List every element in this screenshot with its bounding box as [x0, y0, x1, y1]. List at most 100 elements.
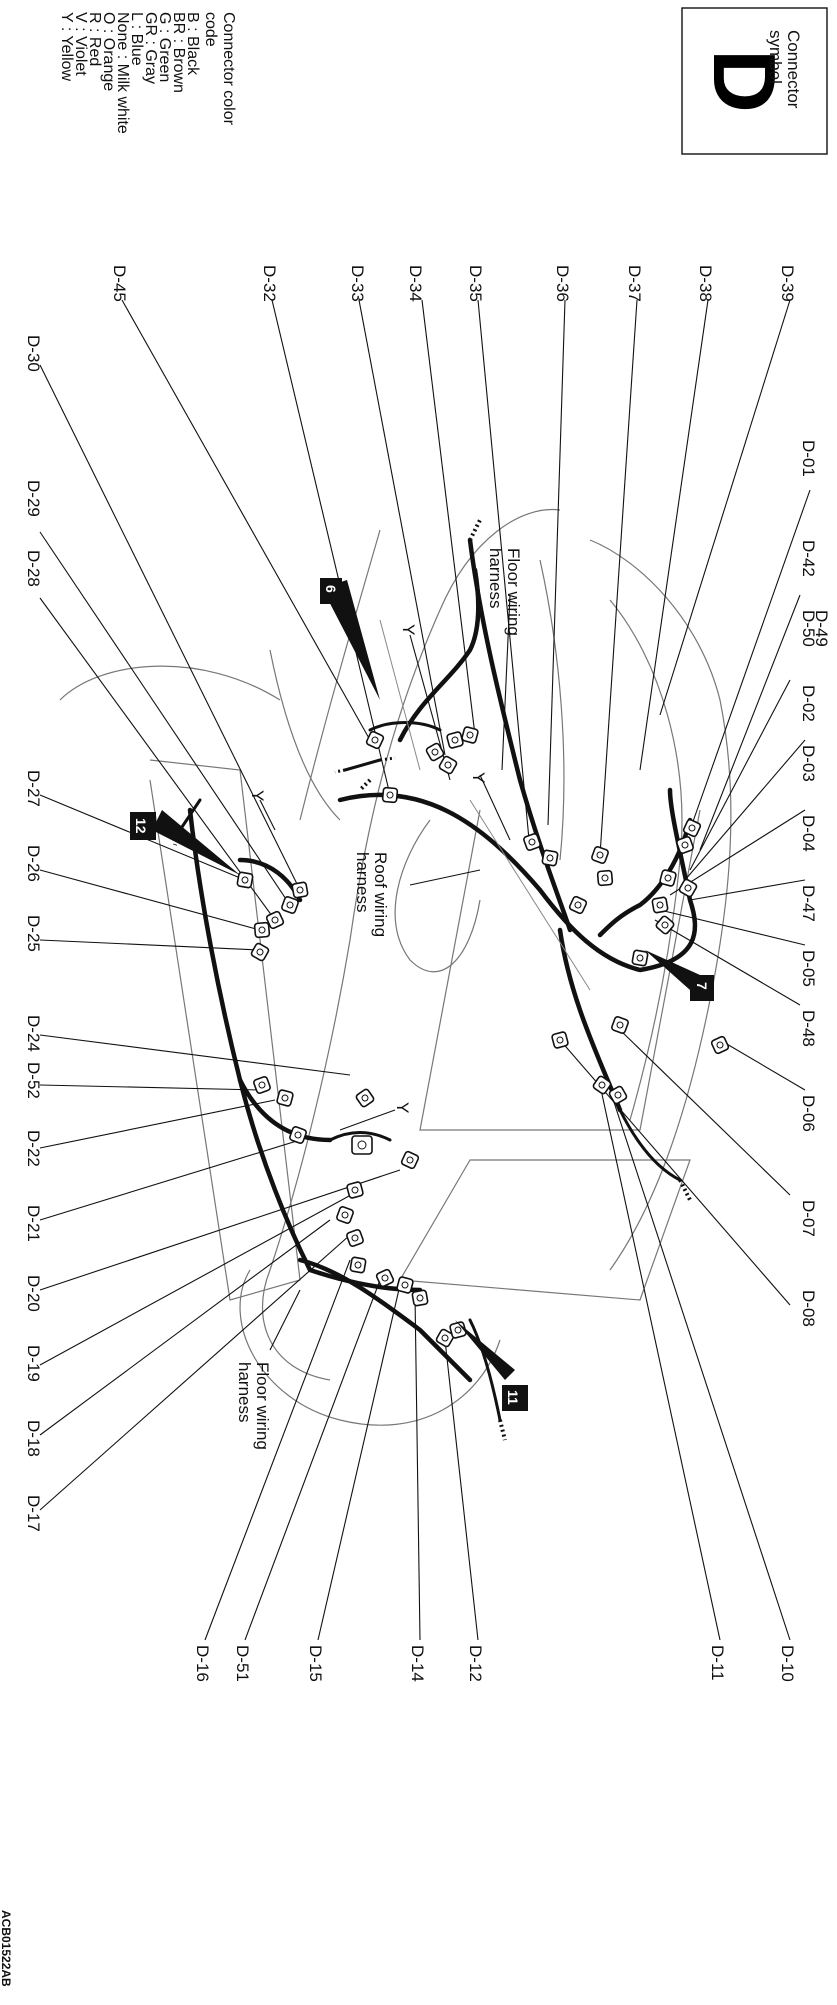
connector-label-d51: D-51	[233, 1645, 252, 1682]
connector-symbol-letter: D	[695, 49, 794, 113]
legend-item: None : Milk white	[114, 12, 131, 134]
legend-title: Connector colorcode	[202, 12, 237, 126]
connector-plug	[375, 1268, 395, 1288]
connector-label-d04: D-04	[799, 815, 818, 852]
connector-plug	[676, 836, 694, 854]
connector-label-d08: D-08	[799, 1290, 818, 1327]
connector-label-d30: D-30	[24, 335, 43, 372]
connector-label-d17: D-17	[24, 1495, 43, 1532]
connector-plug	[346, 1229, 364, 1247]
connector-plug	[682, 818, 702, 838]
connector-label-d33: D-33	[348, 265, 367, 302]
connector-plug	[346, 1181, 364, 1199]
connector-plug	[446, 731, 464, 749]
connector-label-d18: D-18	[24, 1420, 43, 1457]
connector-plug	[411, 1289, 429, 1307]
harness-label-floor-top: Floor wiringharness	[486, 548, 523, 636]
connector-label-d07: D-07	[799, 1200, 818, 1237]
connector-plug	[591, 846, 609, 864]
connector-label-d14: D-14	[408, 1645, 427, 1682]
connector-label-d49: D-49	[812, 610, 831, 647]
connector-plug	[276, 1089, 294, 1107]
connector-label-d42: D-42	[799, 540, 818, 577]
connector-plug	[236, 871, 254, 889]
legend-item: GR : Gray	[142, 12, 159, 84]
connector-plug	[631, 949, 649, 967]
connector-label-d10: D-10	[778, 1645, 797, 1682]
connector-plug	[651, 896, 669, 914]
connector-plug	[425, 742, 445, 762]
connector-label-d25: D-25	[24, 915, 43, 952]
connector-label-d28: D-28	[24, 550, 43, 587]
legend-item: B : Black	[184, 12, 201, 76]
callout-number: 6	[323, 585, 339, 593]
connector-plug	[250, 942, 270, 962]
connector-plug	[655, 915, 675, 935]
connector-plug	[349, 1256, 367, 1274]
figure-code: ACB01522AB	[0, 1910, 13, 1987]
legend-item: G : Green	[156, 12, 173, 82]
connector-plug	[568, 895, 588, 915]
connector-plug	[400, 1150, 420, 1170]
connector-symbol-label: Connectorsymbol	[766, 30, 803, 109]
connector-label-d19: D-19	[24, 1345, 43, 1382]
connector-label-d21: D-21	[24, 1205, 43, 1242]
connector-label-d01: D-01	[799, 440, 818, 477]
connector-label-d38: D-38	[696, 265, 715, 302]
connector-label-d37: D-37	[625, 265, 644, 302]
callout-number: 7	[694, 982, 710, 990]
color-code-legend: Connector colorcode B : Black BR : Brown…	[58, 12, 237, 134]
connector-label-d48: D-48	[799, 1010, 818, 1047]
connector-plug	[253, 921, 271, 939]
connector-plug	[253, 1076, 271, 1094]
connector-label-d12: D-12	[466, 1645, 485, 1682]
connector-shapes	[236, 726, 730, 1348]
leader-lines	[39, 299, 811, 1641]
connector-plug	[281, 896, 299, 914]
legend-item: V : Violet	[72, 12, 89, 76]
color-mark-y: Y	[469, 772, 488, 783]
connector-label-d15: D-15	[306, 1645, 325, 1682]
connector-plug	[291, 881, 309, 899]
harness-label-floor-bottom: Floor wiringharness	[235, 1362, 272, 1450]
legend-item: O : Orange	[100, 12, 117, 91]
connector-plug	[678, 878, 698, 898]
legend-item: BR : Brown	[170, 12, 187, 93]
connector-label-d39: D-39	[778, 265, 797, 302]
harness-labels: Floor wiringharness Roof wiringharness F…	[235, 548, 523, 1450]
connector-plug	[351, 1135, 373, 1155]
connector-plug	[551, 1031, 569, 1049]
color-mark-y: Y	[248, 790, 267, 801]
connector-label-d06: D-06	[799, 1095, 818, 1132]
connector-labels: D-39 D-38 D-37 D-36 D-35 D-34 D-33 D-32 …	[24, 265, 831, 1682]
connector-label-d22: D-22	[24, 1130, 43, 1167]
callout-number: 11	[505, 1390, 521, 1405]
connector-plug	[289, 1126, 307, 1144]
connector-plug	[659, 869, 677, 887]
connector-plug	[365, 730, 385, 750]
connector-plug	[710, 1035, 730, 1055]
color-marks: Y Y Y Y	[248, 624, 488, 1113]
connector-label-d34: D-34	[406, 265, 425, 302]
connector-label-d27: D-27	[24, 770, 43, 807]
connector-label-d52: D-52	[24, 1062, 43, 1099]
connector-plug	[541, 849, 559, 867]
connector-plug	[336, 1206, 354, 1224]
connector-label-d26: D-26	[24, 845, 43, 882]
connector-label-d32: D-32	[260, 265, 279, 302]
connector-plug	[435, 1328, 455, 1348]
connector-label-d29: D-29	[24, 480, 43, 517]
legend-item: R : Red	[86, 12, 103, 66]
callout-markers: 6 7 11 12	[130, 578, 714, 1411]
harness-bundles	[173, 519, 698, 1441]
connector-label-d36: D-36	[553, 265, 572, 302]
connector-plug	[592, 1075, 612, 1095]
legend-item: Y : Yellow	[58, 12, 75, 82]
connector-plug	[611, 1016, 629, 1034]
connector-plug	[381, 786, 399, 804]
connector-label-d50: D-50	[799, 610, 818, 647]
connector-plug	[355, 1088, 375, 1108]
connector-label-d11: D-11	[708, 1645, 727, 1681]
connector-label-d35: D-35	[466, 265, 485, 302]
